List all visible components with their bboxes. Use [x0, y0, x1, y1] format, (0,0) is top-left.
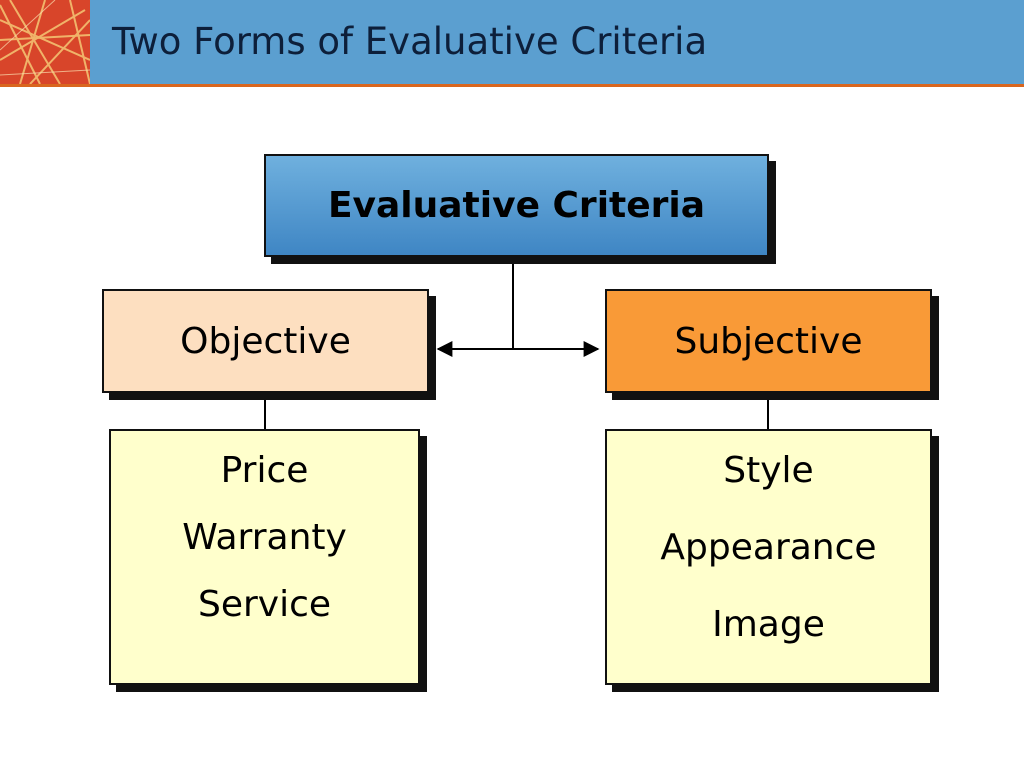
- objective-items-box: Price Warranty Service: [109, 429, 420, 685]
- subjective-label: Subjective: [674, 320, 863, 362]
- subjective-box: Subjective: [605, 289, 932, 393]
- objective-item: Warranty: [182, 517, 347, 558]
- subjective-item: Style: [723, 450, 814, 491]
- evaluative-criteria-box: Evaluative Criteria: [264, 154, 769, 257]
- objective-box: Objective: [102, 289, 429, 393]
- logo-graphic: [0, 0, 90, 84]
- evaluative-criteria-label: Evaluative Criteria: [327, 185, 706, 226]
- slide-title: Two Forms of Evaluative Criteria: [112, 20, 708, 63]
- subjective-item: Appearance: [660, 527, 877, 568]
- subjective-item: Image: [712, 604, 825, 645]
- objective-label: Objective: [180, 320, 351, 362]
- header-bar: Two Forms of Evaluative Criteria: [0, 0, 1024, 87]
- objective-item: Price: [220, 450, 309, 491]
- subjective-items-box: Style Appearance Image: [605, 429, 932, 685]
- logo-lines-icon: [0, 0, 90, 84]
- objective-item: Service: [197, 584, 332, 625]
